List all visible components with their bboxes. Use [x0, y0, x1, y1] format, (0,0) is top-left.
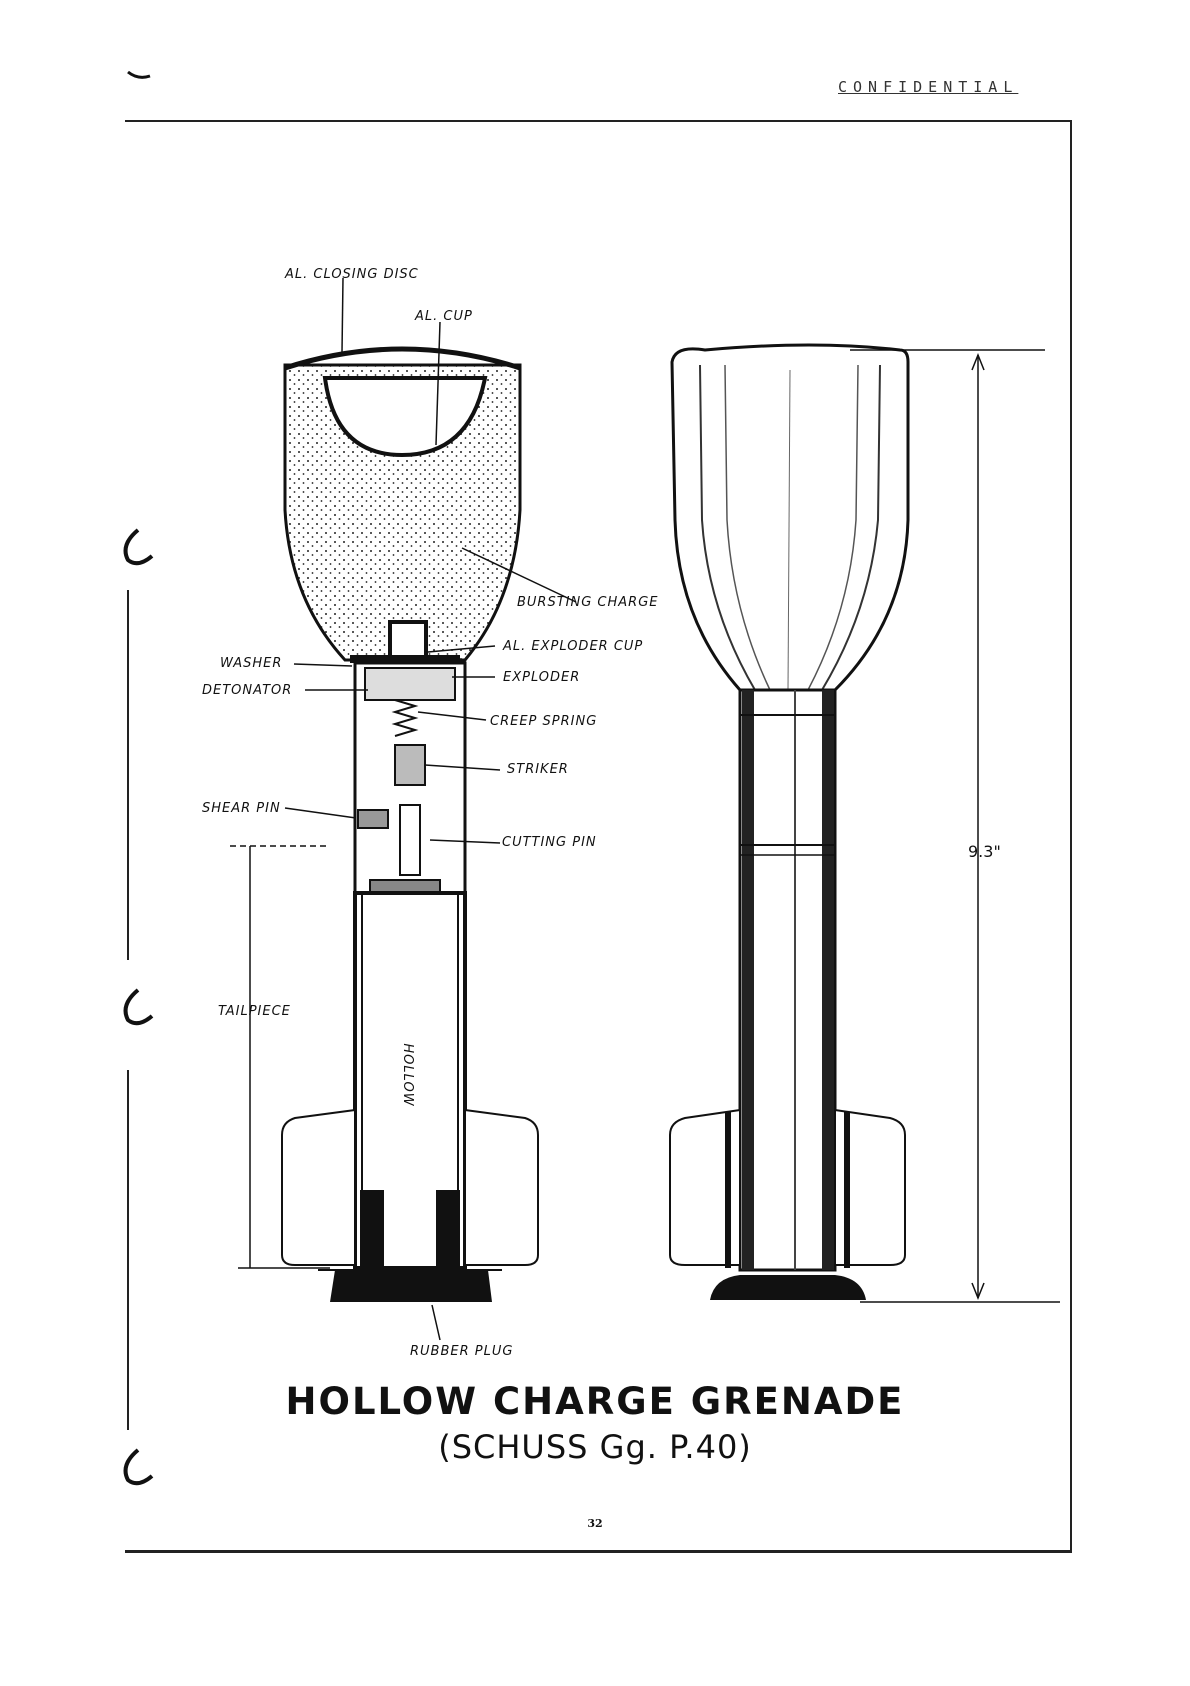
label-striker: STRIKER [507, 762, 569, 777]
leader-lines [284, 277, 577, 1341]
label-shear-pin: SHEAR PIN [202, 801, 281, 816]
label-al-cup: AL. CUP [414, 309, 473, 324]
label-exploder: EXPLODER [503, 670, 580, 685]
sectional-view: HOLLOW [230, 346, 539, 1302]
label-bursting-charge: BURSTING CHARGE [517, 595, 659, 610]
label-washer: WASHER [220, 656, 282, 671]
label-exploder-cup: AL. EXPLODER CUP [502, 639, 643, 654]
label-creep-spring: CREEP SPRING [490, 714, 597, 729]
closing-disc [284, 346, 521, 371]
diagram-title: HOLLOW CHARGE GRENADE [285, 1380, 905, 1423]
part-labels: AL. CLOSING DISC AL. CUP BURSTING CHARGE… [202, 267, 659, 1359]
creep-spring [391, 699, 419, 737]
hollow-label: HOLLOW [400, 1043, 415, 1106]
binder-marks [123, 70, 154, 1486]
label-detonator: DETONATOR [202, 683, 292, 698]
shear-pin [357, 809, 389, 829]
diagram-subtitle: (SCHUSS Gg. P.40) [438, 1428, 752, 1466]
striker [394, 744, 426, 786]
page-frame [125, 120, 1072, 1553]
label-rubber-plug: RUBBER PLUG [410, 1344, 513, 1359]
overall-length-label: 9.3" [968, 842, 1001, 861]
page-number: 32 [587, 1517, 603, 1530]
al-cup [322, 376, 488, 458]
classification-header: CONFIDENTIAL [838, 78, 1019, 96]
label-closing-disc: AL. CLOSING DISC [284, 267, 419, 282]
label-tailpiece: TAILPIECE [218, 1004, 291, 1019]
external-view: 9.3" [669, 343, 1060, 1303]
rubber-plug [330, 1270, 492, 1302]
label-cutting-pin: CUTTING PIN [502, 835, 597, 850]
